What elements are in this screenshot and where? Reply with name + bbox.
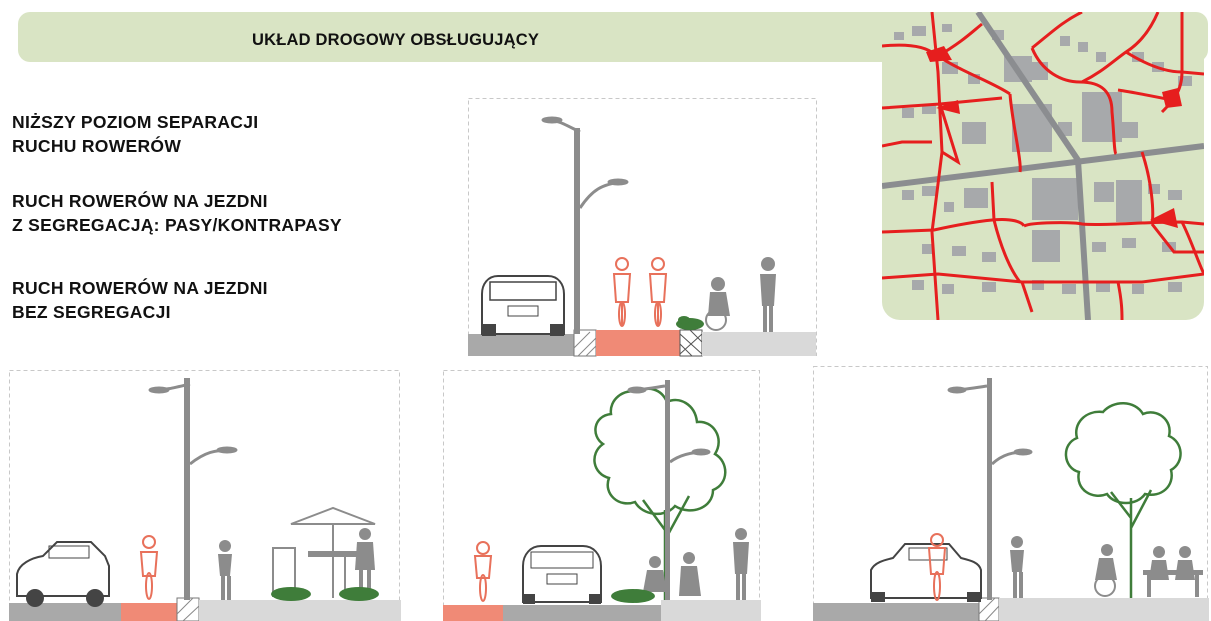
road-surface <box>468 334 574 356</box>
street-network-map <box>882 12 1204 320</box>
car-icon <box>481 275 565 336</box>
wheelchair-user-icon <box>1094 544 1117 597</box>
cyclist-icon <box>473 541 493 602</box>
pedestrian-icon <box>760 257 776 332</box>
pedestrian-icon <box>733 528 749 600</box>
section-contraflow-lane-tree <box>443 370 761 621</box>
bike-path <box>596 330 680 356</box>
car-icon <box>870 543 982 602</box>
bench-icon <box>1143 546 1203 597</box>
shrub-icon <box>271 587 379 601</box>
map-markers <box>926 46 1182 228</box>
sidewalk <box>199 600 401 621</box>
cyclist-icon <box>927 533 947 601</box>
heading-no-segregation: RUCH ROWERÓW NA JEZDNI BEZ SEGREGACJI <box>12 276 268 324</box>
seated-people-icon <box>643 552 701 596</box>
street-lamp-icon <box>947 378 1033 600</box>
map-arterials <box>882 12 1204 320</box>
road-surface <box>813 603 979 621</box>
section-mixed-traffic <box>813 366 1209 621</box>
pedestrian-icon <box>218 540 232 600</box>
car-icon <box>522 545 602 604</box>
heading-line: NIŻSZY POZIOM SEPARACJI <box>12 112 259 132</box>
heading-segregated: RUCH ROWERÓW NA JEZDNI Z SEGREGACJĄ: PAS… <box>12 189 342 237</box>
sidewalk <box>999 598 1209 621</box>
sidewalk <box>661 600 761 621</box>
pedestrian-icon <box>355 528 375 598</box>
road-surface <box>9 603 121 621</box>
planter-box <box>679 329 703 357</box>
pedestrian-icon <box>1010 536 1024 598</box>
wheelchair-user-icon <box>705 277 730 331</box>
street-lamp-icon <box>627 380 711 600</box>
car-icon <box>16 541 110 607</box>
street-lamp-icon <box>148 378 238 600</box>
street-lamp-icon <box>541 116 629 334</box>
road-surface <box>503 605 661 621</box>
section-bike-lane-cafe <box>9 370 401 621</box>
tree-icon <box>1064 402 1182 598</box>
map-buildings <box>894 24 1192 294</box>
section-frame <box>813 366 1208 621</box>
heading-line: RUCHU ROWERÓW <box>12 136 182 156</box>
heading-line: RUCH ROWERÓW NA JEZDNI <box>12 278 268 298</box>
heading-line: Z SEGREGACJĄ: PASY/KONTRAPASY <box>12 215 342 235</box>
heading-low-separation: NIŻSZY POZIOM SEPARACJI RUCHU ROWERÓW <box>12 110 258 158</box>
bike-lane <box>443 605 503 621</box>
shrub-icon <box>676 316 704 330</box>
bike-lane <box>121 603 177 621</box>
heading-line: BEZ SEGREGACJI <box>12 302 171 322</box>
page-title: UKŁAD DROGOWY OBSŁUGUJĄCY <box>252 31 540 49</box>
sidewalk <box>702 332 816 356</box>
cyclists-icon <box>612 257 668 327</box>
heading-line: RUCH ROWERÓW NA JEZDNI <box>12 191 268 211</box>
shrub-icon <box>611 589 655 603</box>
section-separated-path <box>468 98 818 358</box>
cyclist-icon <box>139 535 159 600</box>
tree-icon <box>593 387 727 600</box>
